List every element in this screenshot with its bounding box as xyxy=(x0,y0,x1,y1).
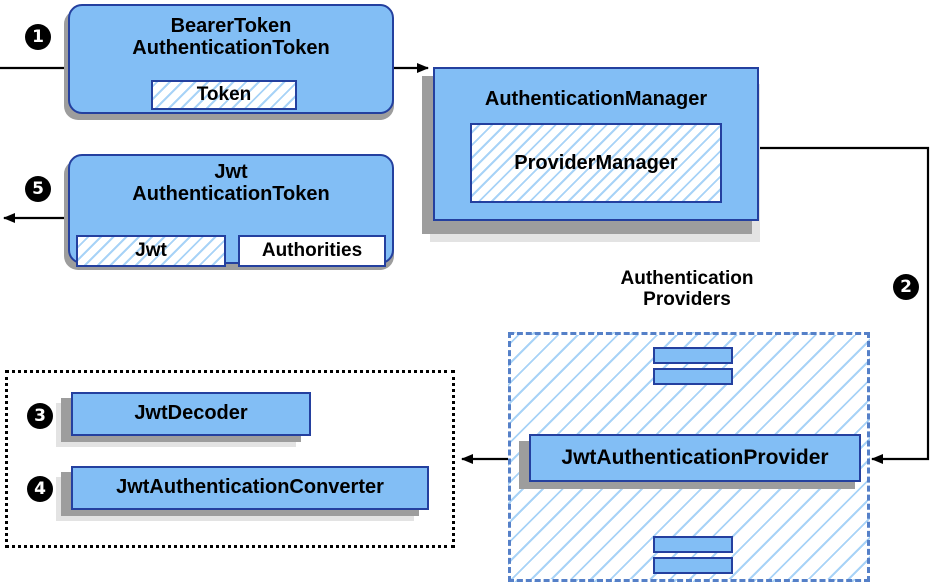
step-marker-4: 4 xyxy=(27,476,53,502)
provider-stack-bar-bottom-1 xyxy=(653,536,733,553)
jwt-support-components-region xyxy=(5,370,455,548)
jwt-token-title-line1: Jwt xyxy=(214,161,248,183)
jwt-inner-box: Jwt xyxy=(76,235,226,267)
authorities-inner-box: Authorities xyxy=(238,235,386,267)
step-marker-3: 3 xyxy=(27,403,53,429)
bearer-token-title-line1: BearerToken xyxy=(170,15,292,37)
provider-stack-bar-top-2 xyxy=(653,368,733,385)
providers-caption-line1: Authentication xyxy=(620,268,754,289)
jwt-authentication-converter-title: JwtAuthenticationConverter xyxy=(116,476,384,499)
bearer-token-title-line2: AuthenticationToken xyxy=(132,36,330,59)
authentication-providers-caption: Authentication Providers xyxy=(556,268,818,311)
step-marker-1: 1 xyxy=(25,24,51,50)
jwt-decoder-node[interactable]: JwtDecoder xyxy=(71,392,311,436)
authentication-manager-title: AuthenticationManager xyxy=(484,88,708,110)
step-marker-5: 5 xyxy=(25,176,51,202)
step-marker-2: 2 xyxy=(893,274,919,300)
providers-caption-line2: Providers xyxy=(643,289,731,311)
provider-stack-bar-bottom-2 xyxy=(653,557,733,574)
token-inner-box: Token xyxy=(151,80,297,110)
jwt-authentication-provider-node[interactable]: JwtAuthenticationProvider xyxy=(529,434,861,482)
provider-manager-inner-box: ProviderManager xyxy=(470,123,722,203)
jwt-token-title-line2: AuthenticationToken xyxy=(132,182,330,205)
jwt-authentication-provider-title: JwtAuthenticationProvider xyxy=(561,445,829,469)
provider-stack-bar-top-1 xyxy=(653,347,733,364)
jwt-decoder-title: JwtDecoder xyxy=(134,402,248,425)
jwt-authentication-converter-node[interactable]: JwtAuthenticationConverter xyxy=(71,466,429,510)
